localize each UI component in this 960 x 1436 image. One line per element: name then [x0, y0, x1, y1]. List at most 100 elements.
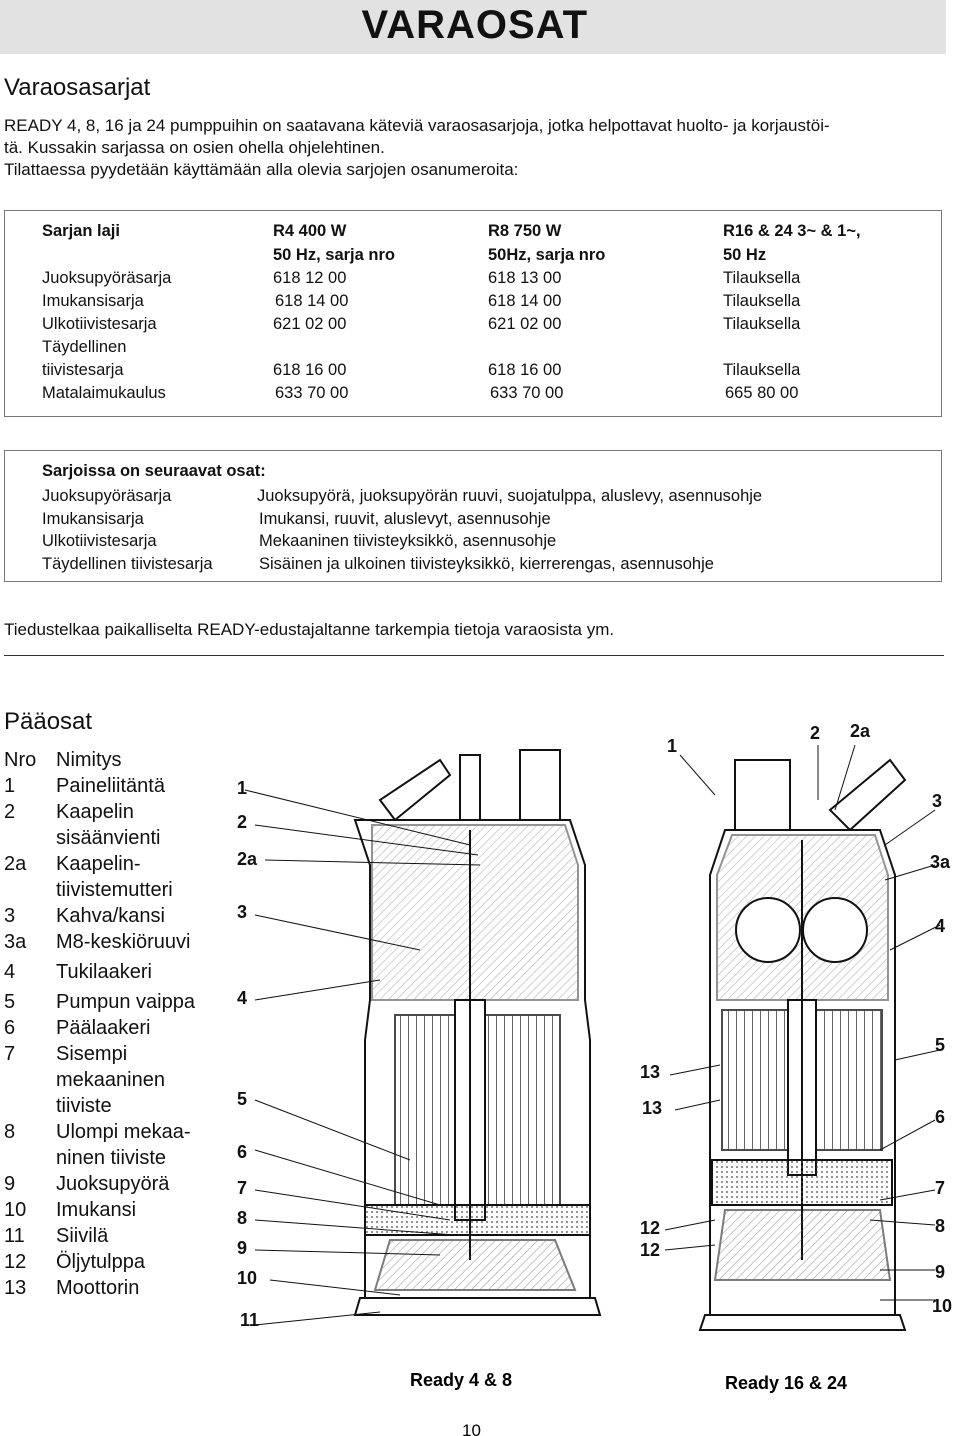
part-name: Ulompi mekaa- — [56, 1121, 191, 1143]
kit-name: Ulkotiivistesarja — [42, 532, 157, 550]
row-r8: 633 70 00 — [490, 384, 564, 402]
right-label: 13 — [640, 1062, 660, 1082]
caption-ready-16-24: Ready 16 & 24 — [725, 1373, 847, 1393]
part-name: Pumpun vaippa — [56, 991, 195, 1013]
right-label: 6 — [935, 1107, 945, 1127]
part-number: 5 — [4, 991, 16, 1013]
kit-contents: Mekaaninen tiivisteyksikkö, asennusohje — [259, 532, 557, 550]
part-number: 7 — [4, 1043, 16, 1065]
left-label: 11 — [240, 1310, 259, 1330]
kit-contents: Imukansi, ruuvit, aluslevyt, asennusohje — [259, 510, 551, 528]
intro-line: tä. Kussakin sarjassa on osien ohella oh… — [4, 138, 385, 157]
part-number: 3a — [4, 931, 27, 953]
left-label: 10 — [237, 1268, 257, 1288]
col-header-r8: R8 750 W — [488, 222, 562, 240]
col-header-nro: Nro — [4, 749, 37, 771]
part-number: 6 — [4, 1017, 16, 1039]
row-name: Ulkotiivistesarja — [42, 315, 157, 333]
row-r16: 665 80 00 — [725, 384, 799, 402]
intro-line: Tilattaessa pyydetään käyttämään alla ol… — [4, 160, 519, 179]
col-header-type: Sarjan laji — [42, 222, 120, 240]
row-r16: Tilauksella — [723, 269, 801, 287]
right-label: 8 — [935, 1216, 945, 1236]
left-label: 7 — [237, 1178, 247, 1198]
part-name: mekaaninen — [56, 1069, 165, 1091]
pump-ready-4-8 — [244, 749, 602, 1326]
right-label: 10 — [932, 1296, 952, 1316]
contents-box — [4, 450, 942, 582]
part-name: Sisempi — [56, 1043, 128, 1065]
intro-paragraph: READY 4, 8, 16 ja 24 pumppuihin on saata… — [4, 115, 954, 181]
row-r8: 618 13 00 — [488, 269, 562, 287]
row-r4: 633 70 00 — [275, 384, 349, 402]
col-header-r16: R16 & 24 3~ & 1~, — [723, 222, 861, 240]
left-label: 6 — [237, 1142, 247, 1162]
row-name: Juoksupyöräsarja — [42, 269, 172, 287]
kit-contents: Juoksupyörä, juoksupyörän ruuvi, suojatu… — [257, 487, 763, 505]
left-label: 5 — [237, 1089, 247, 1109]
part-name: Juoksupyörä — [56, 1173, 170, 1195]
left-diagram-labels: 1 2 2a 3 4 5 6 7 8 9 10 11 — [237, 778, 259, 1330]
right-label: 5 — [935, 1035, 945, 1055]
part-name: Kaapelin — [56, 801, 134, 823]
kit-contents: Sisäinen ja ulkoinen tiivisteyksikkö, ki… — [259, 555, 714, 573]
part-number: 10 — [4, 1199, 27, 1221]
right-label: 2a — [850, 721, 871, 741]
right-label: 13 — [642, 1098, 662, 1118]
part-name: Kahva/kansi — [56, 905, 165, 927]
part-name: Tukilaakeri — [56, 961, 152, 983]
col-header-r16-sub: 50 Hz — [723, 246, 767, 264]
row-r8: 618 16 00 — [488, 361, 562, 379]
row-r16: Tilauksella — [723, 361, 801, 379]
contents-heading: Sarjoissa on seuraavat osat: — [42, 462, 266, 480]
inquiry-text: Tiedustelkaa paikalliselta READY-edustaj… — [4, 620, 615, 639]
part-name: ninen tiiviste — [56, 1147, 167, 1169]
page-title: VARAOSAT — [361, 3, 588, 47]
row-r8: 618 14 00 — [488, 292, 562, 310]
row-r4: 618 12 00 — [273, 269, 347, 287]
col-header-r8-sub: 50Hz, sarja nro — [488, 246, 606, 264]
row-r8: 621 02 00 — [488, 315, 562, 333]
row-name: tiivistesarja — [42, 361, 124, 379]
right-label: 7 — [935, 1178, 945, 1198]
page-number: 10 — [462, 1421, 481, 1436]
part-number: 2a — [4, 853, 27, 875]
title-bar — [0, 0, 946, 54]
left-label: 2 — [237, 812, 247, 832]
part-name: Päälaakeri — [56, 1017, 151, 1039]
section-heading-parts: Pääosat — [4, 708, 93, 735]
right-label: 3 — [932, 791, 942, 811]
row-name: Täydellinen — [42, 338, 127, 356]
right-label: 4 — [935, 916, 945, 936]
intro-line: READY 4, 8, 16 ja 24 pumppuihin on saata… — [4, 116, 830, 135]
part-name: tiivistemutteri — [56, 879, 173, 901]
row-r16: Tilauksella — [723, 315, 801, 333]
right-label: 9 — [935, 1262, 945, 1282]
part-name: Paineliitäntä — [56, 775, 165, 797]
part-name: Kaapelin- — [56, 853, 141, 875]
pump-diagrams: 1 2 2a 3 4 5 6 7 8 9 10 11 1 2 2a 3 3a 4… — [237, 721, 952, 1436]
part-number: 8 — [4, 1121, 16, 1143]
left-label: 4 — [237, 988, 247, 1008]
part-number: 4 — [4, 961, 16, 983]
col-header-r4: R4 400 W — [273, 222, 347, 240]
part-number: 11 — [4, 1225, 25, 1247]
row-r4: 618 16 00 — [273, 361, 347, 379]
right-label: 12 — [640, 1240, 660, 1260]
pump-ready-16-24 — [664, 744, 941, 1331]
divider — [4, 655, 944, 656]
part-number: 2 — [4, 801, 16, 823]
part-name: M8-keskiöruuvi — [56, 931, 191, 953]
col-header-r4-sub: 50 Hz, sarja nro — [273, 246, 395, 264]
kit-name: Juoksupyöräsarja — [42, 487, 172, 505]
part-number: 1 — [4, 775, 16, 797]
row-r4: 621 02 00 — [273, 315, 347, 333]
part-name: Imukansi — [56, 1199, 137, 1221]
left-label: 3 — [237, 902, 247, 922]
part-number: 3 — [4, 905, 16, 927]
col-header-name: Nimitys — [56, 749, 122, 771]
part-number: 9 — [4, 1173, 16, 1195]
left-label: 1 — [237, 778, 247, 798]
left-label: 2a — [237, 849, 258, 869]
part-name: Siivilä — [56, 1225, 109, 1247]
